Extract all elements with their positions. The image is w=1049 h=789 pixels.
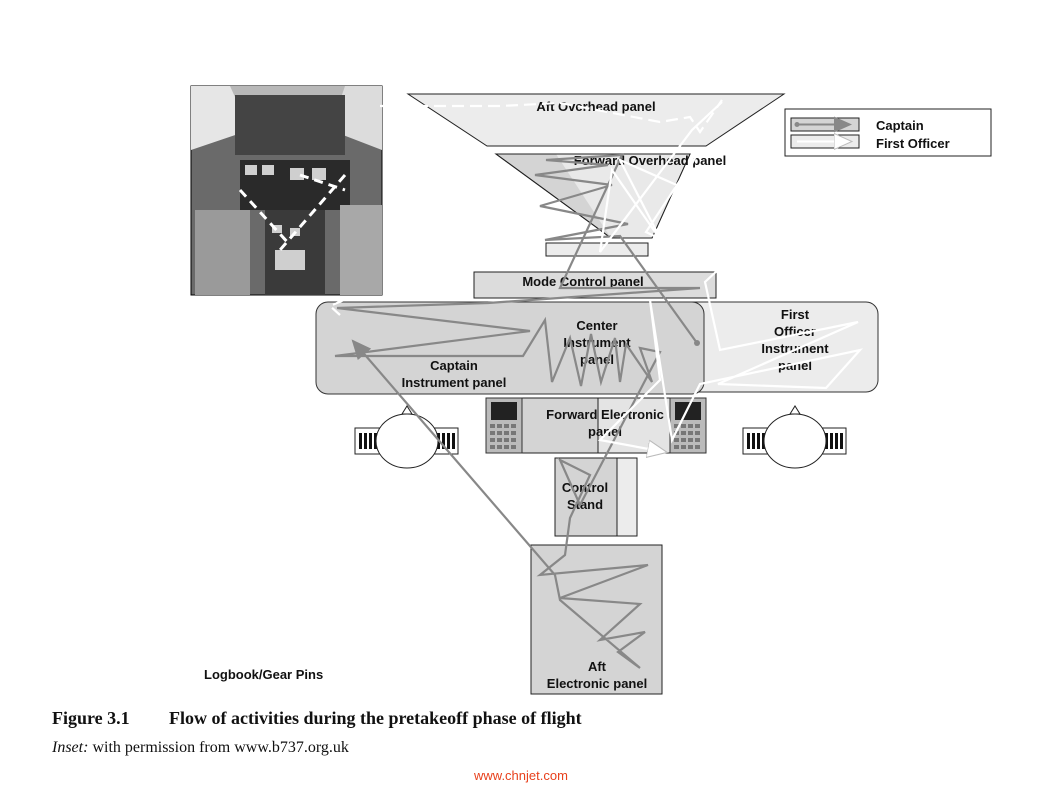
aft-electronic-label-1: Aft	[588, 659, 607, 674]
control-stand: Control Stand	[554, 457, 638, 537]
instrument-panels: Center Instrument panel Captain Instrume…	[315, 301, 879, 395]
forward-electronic-label-1: Forward Electronic	[546, 407, 664, 422]
first-officer-flow-path	[380, 99, 723, 134]
legend-captain-label: Captain	[876, 118, 924, 133]
first-officer-seat	[742, 405, 847, 469]
watermark: www.chnjet.com	[474, 768, 568, 783]
aft-electronic-label-2: Electronic panel	[547, 676, 647, 691]
legend: Captain First Officer	[784, 108, 992, 157]
forward-overhead-panel: Forward Overhead panel	[494, 153, 726, 257]
inset-credit: Inset: with permission from www.b737.org…	[52, 739, 349, 757]
mode-control-label: Mode Control panel	[522, 274, 643, 289]
figure-title: Flow of activities during the pretakeoff…	[169, 708, 582, 728]
inset-label: Inset:	[52, 739, 89, 756]
fo-instrument-label-3: Instrument	[761, 341, 829, 356]
center-instrument-label-1: Center	[576, 318, 617, 333]
first-officer-flow-path-3	[327, 298, 345, 316]
figure-number: Figure 3.1	[52, 708, 130, 728]
legend-first-officer-label: First Officer	[876, 136, 950, 151]
captain-cdu-keypad	[485, 397, 523, 454]
logbook-gear-pins-label: Logbook/Gear Pins	[204, 667, 323, 682]
center-instrument-label-2: Instrument	[563, 335, 631, 350]
captain-instrument-label-2: Instrument panel	[402, 375, 507, 390]
cockpit-flow-diagram: Aft Overhead panel Forward Overhead pane…	[190, 85, 992, 695]
control-stand-label-2: Stand	[567, 497, 603, 512]
captain-instrument-label-1: Captain	[430, 358, 478, 373]
figure-caption: Figure 3.1 Flow of activities during the …	[52, 708, 582, 729]
inset-credit-text: with permission from www.b737.org.uk	[88, 739, 349, 756]
mode-control-panel: Mode Control panel	[473, 271, 717, 299]
forward-electronic-panel: Forward Electronic panel	[485, 397, 707, 454]
first-officer-flow-path-2	[597, 101, 864, 452]
captain-path-start-dot	[694, 340, 700, 346]
fo-instrument-label-2: Officer	[774, 324, 816, 339]
cockpit-photo-inset	[190, 85, 383, 296]
aft-overhead-panel: Aft Overhead panel	[406, 93, 786, 147]
aft-overhead-label: Aft Overhead panel	[536, 99, 655, 114]
captain-flow-path	[334, 153, 701, 669]
fo-instrument-label-1: First	[781, 307, 810, 322]
captain-seat	[354, 405, 459, 469]
